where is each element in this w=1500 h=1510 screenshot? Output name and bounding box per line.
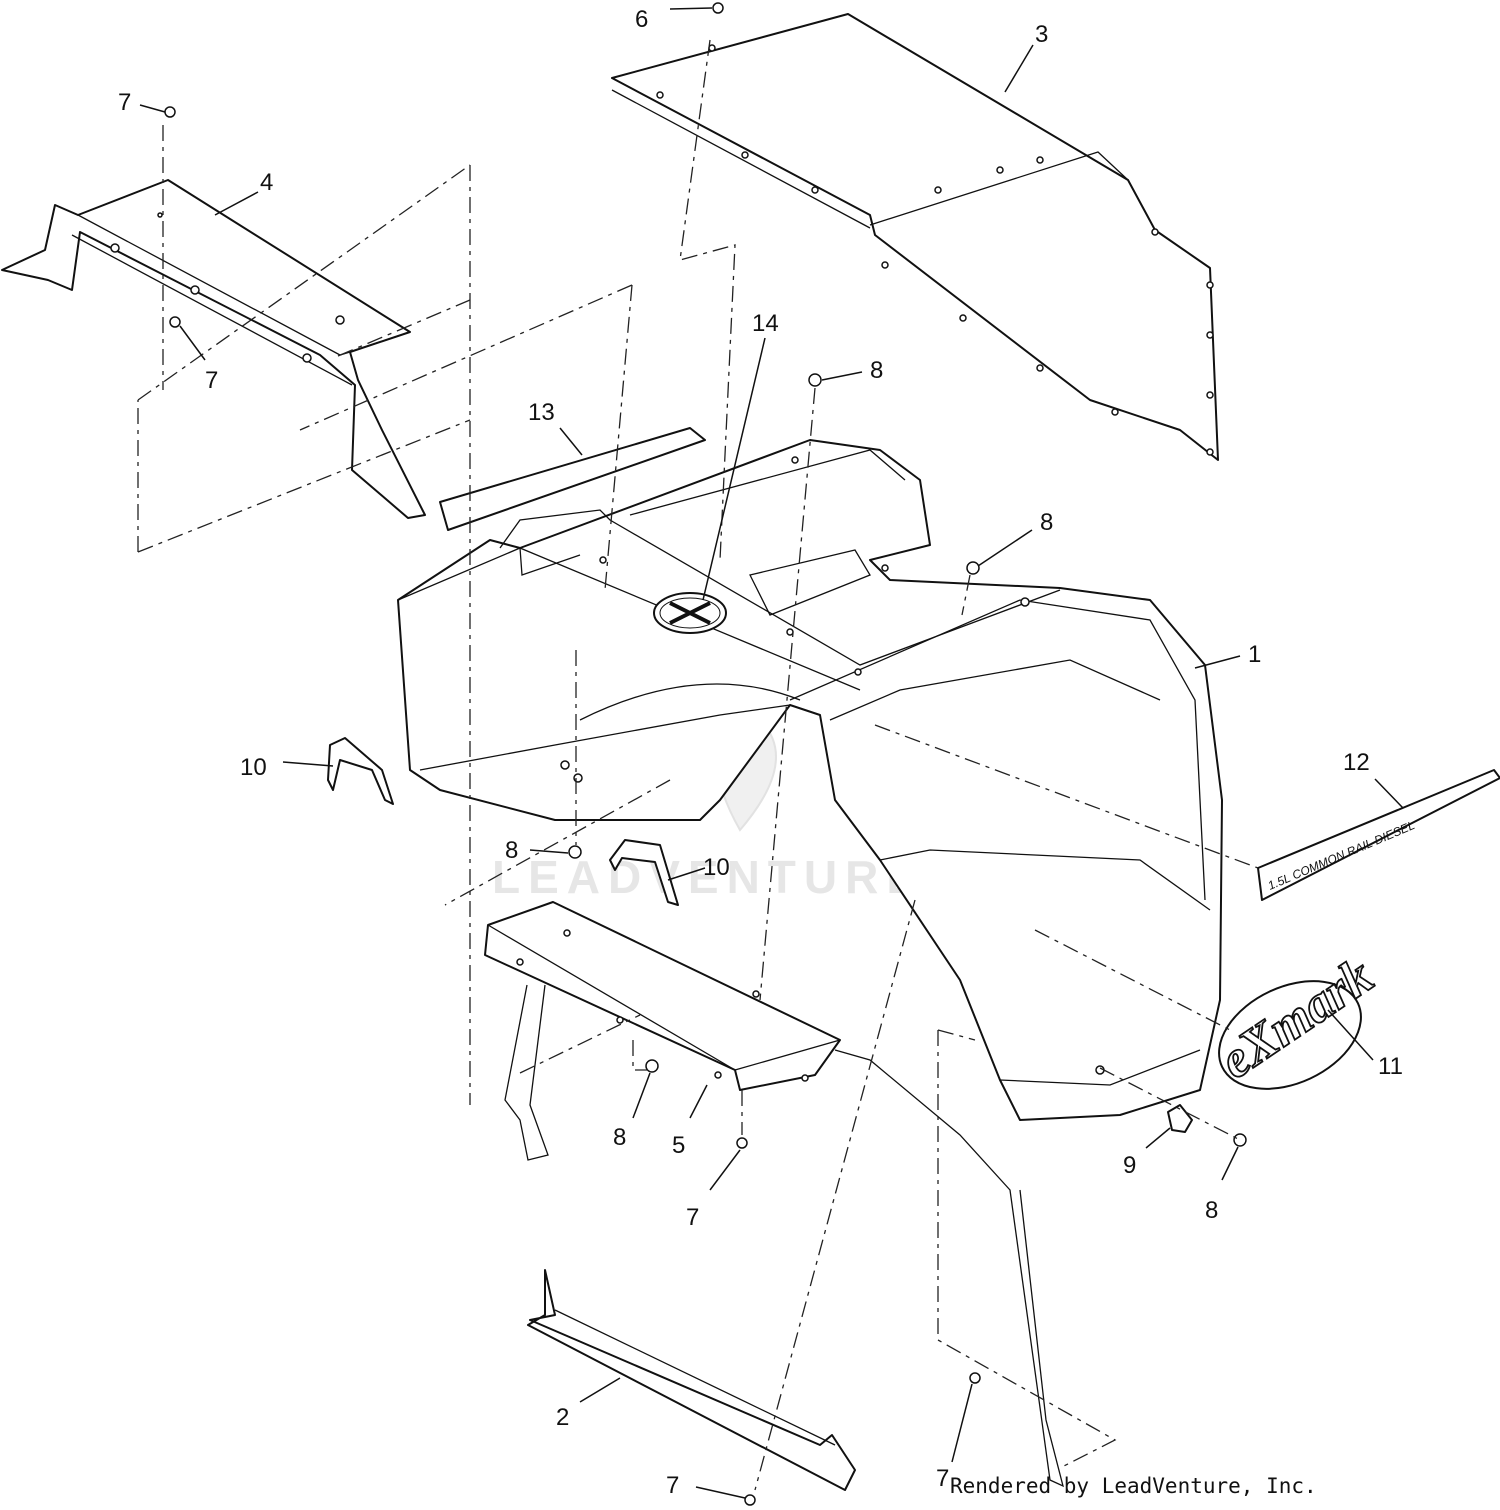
part-4-upper-bracket bbox=[1, 179, 426, 519]
callout-8: 8 bbox=[613, 1124, 626, 1151]
callout-7: 7 bbox=[666, 1472, 679, 1499]
callout-7: 7 bbox=[118, 89, 131, 116]
part-1-hood bbox=[397, 439, 1223, 1121]
part-5-lower-bracket bbox=[484, 901, 1064, 1488]
callout-8: 8 bbox=[1205, 1197, 1218, 1224]
callouts: 6 3 7 4 7 14 8 13 8 1 10 12 8 10 11 8 5 … bbox=[118, 6, 1403, 1499]
callout-8: 8 bbox=[505, 837, 518, 864]
watermark-text: LEADVENTURE bbox=[492, 851, 925, 903]
callout-1: 1 bbox=[1248, 641, 1261, 668]
part-10-clip-center bbox=[609, 839, 679, 906]
callout-6: 6 bbox=[635, 6, 648, 33]
part-9-bracket bbox=[1167, 1104, 1193, 1133]
part-3-top-cover bbox=[611, 13, 1219, 461]
callout-10: 10 bbox=[703, 854, 730, 881]
callout-9: 9 bbox=[1123, 1152, 1136, 1179]
callout-10: 10 bbox=[240, 754, 267, 781]
callout-12: 12 bbox=[1343, 749, 1370, 776]
part-13-decal-strip bbox=[439, 427, 706, 531]
callout-7: 7 bbox=[686, 1204, 699, 1231]
callout-7: 7 bbox=[205, 367, 218, 394]
callout-11: 11 bbox=[1378, 1053, 1403, 1080]
assembly-lines bbox=[137, 39, 1259, 1491]
callout-4: 4 bbox=[260, 169, 273, 196]
callout-3: 3 bbox=[1035, 21, 1048, 48]
callout-2: 2 bbox=[556, 1404, 569, 1431]
part-2-bottom-strip bbox=[527, 1269, 856, 1491]
part-14-x-logo bbox=[653, 592, 727, 634]
callout-14: 14 bbox=[752, 310, 779, 337]
leader-lines bbox=[139, 7, 1404, 1499]
callout-13: 13 bbox=[528, 399, 555, 426]
render-credit: Rendered by LeadVenture, Inc. bbox=[950, 1474, 1317, 1498]
callout-8: 8 bbox=[870, 357, 883, 384]
callout-7: 7 bbox=[936, 1465, 949, 1492]
callout-8: 8 bbox=[1040, 509, 1053, 536]
callout-5: 5 bbox=[672, 1132, 685, 1159]
part-10-clip-left bbox=[327, 737, 394, 805]
part-12-decal: 1.5L COMMON RAIL DIESEL bbox=[1257, 769, 1500, 901]
